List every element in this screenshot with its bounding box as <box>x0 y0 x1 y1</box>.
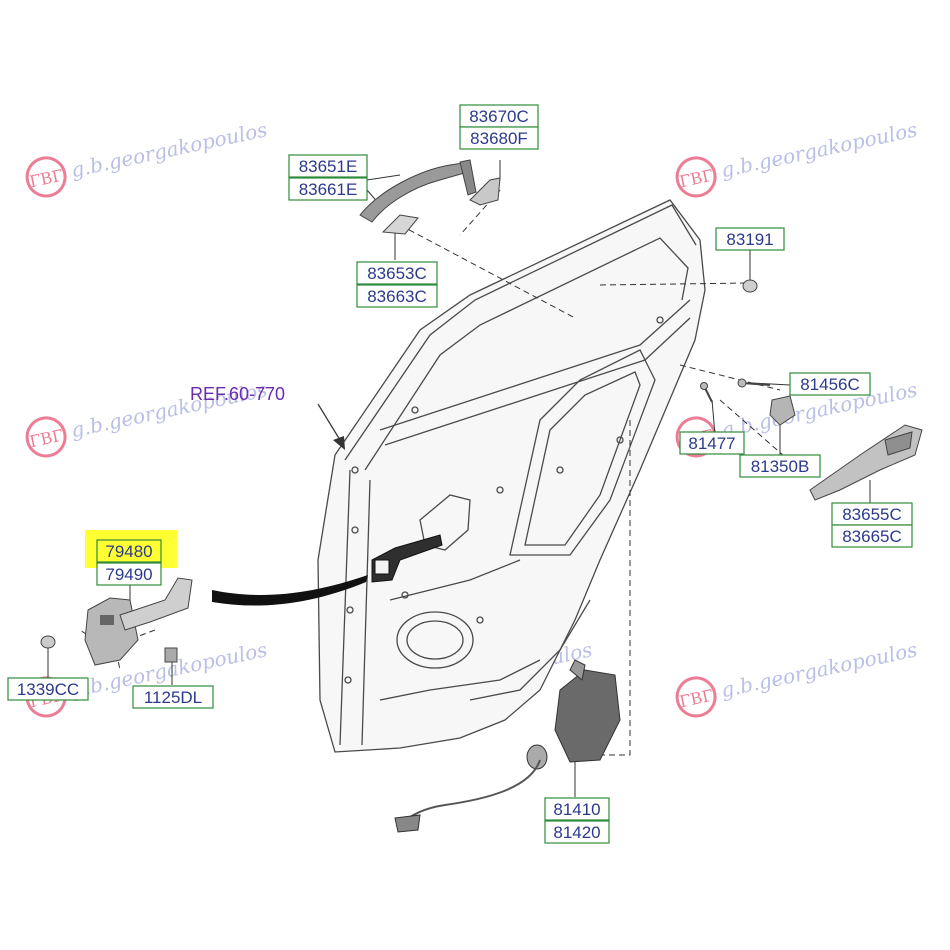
part-number-text: 79490 <box>105 565 152 584</box>
part-number-text: 81420 <box>553 823 600 842</box>
watermark-logo-icon: ΓΒΓ <box>25 416 67 458</box>
part-number-text: 83663C <box>367 287 427 306</box>
handle-cover-part <box>359 159 477 223</box>
part-number-text: 83670C <box>469 107 529 126</box>
part-number-text: 81350B <box>751 457 810 476</box>
part-label-83665c[interactable]: 83665C <box>831 524 913 548</box>
handle-gasket-part <box>381 214 419 235</box>
svg-text:ΓΒΓ: ΓΒΓ <box>678 686 715 712</box>
part-label-81350b[interactable]: 81350B <box>739 454 821 478</box>
part-number-text: 83655C <box>842 505 902 524</box>
part-label-83680f[interactable]: 83680F <box>459 126 539 150</box>
part-label-83670c[interactable]: 83670C <box>459 104 539 128</box>
part-number-text: 83661E <box>299 180 358 199</box>
part-labels: 83670C 83680F 83651E 83661E 83653C 83663… <box>7 104 913 844</box>
inside-handle-part <box>809 424 923 501</box>
door-panel <box>317 199 706 753</box>
part-number-text: 83680F <box>470 129 528 148</box>
part-label-81456c[interactable]: 81456C <box>789 372 871 396</box>
part-number-text: 81477 <box>688 434 735 453</box>
part-label-81477[interactable]: 81477 <box>679 431 745 455</box>
watermark: ΓΒΓ g.b.georgakopoulos <box>25 117 269 198</box>
watermark-logo-icon: ΓΒΓ <box>675 676 717 718</box>
part-label-81410[interactable]: 81410 <box>544 797 610 821</box>
installed-checker-part <box>371 534 443 583</box>
watermark: ΓΒΓ g.b.georgakopoulos <box>675 637 919 718</box>
bolt-part <box>737 378 771 388</box>
part-number-text: 1125DL <box>144 688 202 707</box>
part-label-83663c[interactable]: 83663C <box>356 284 438 308</box>
bracket-part <box>769 395 796 426</box>
reference-pointer <box>317 403 345 450</box>
part-number-text: 83651E <box>299 157 358 176</box>
part-label-1125dl[interactable]: 1125DL <box>132 685 214 709</box>
part-label-83191[interactable]: 83191 <box>715 227 785 251</box>
part-label-83651e[interactable]: 83651E <box>288 154 368 178</box>
screw-part <box>700 382 713 403</box>
watermark-text: g.b.georgakopoulos <box>69 117 269 182</box>
part-label-79480[interactable]: 79480 <box>96 539 162 563</box>
part-label-1339cc[interactable]: 1339CC <box>7 677 89 701</box>
svg-text:ΓΒΓ: ΓΒΓ <box>28 426 65 452</box>
part-number-text: 83191 <box>726 230 773 249</box>
watermark-logo-icon: ΓΒΓ <box>25 156 67 198</box>
part-number-text: 83665C <box>842 527 902 546</box>
part-number-text: 1339CC <box>17 680 79 699</box>
location-arrow <box>212 575 368 606</box>
part-label-83661e[interactable]: 83661E <box>288 177 368 201</box>
part-label-83655c[interactable]: 83655C <box>831 502 913 526</box>
latch-part <box>394 659 621 833</box>
door-checker-part <box>84 577 193 666</box>
part-label-81420[interactable]: 81420 <box>544 820 610 844</box>
handle-base-part <box>469 177 501 206</box>
part-number-text: 79480 <box>105 542 152 561</box>
watermark: ΓΒΓ g.b.georgakopoulos <box>675 117 919 198</box>
watermark-text: g.b.georgakopoulos <box>719 117 919 182</box>
part-number-text: 81456C <box>800 375 860 394</box>
reference-label[interactable]: REF.60-770 <box>190 384 285 404</box>
checker-bolt-part <box>40 635 178 663</box>
watermark-logo-icon: ΓΒΓ <box>675 156 717 198</box>
svg-text:ΓΒΓ: ΓΒΓ <box>28 166 65 192</box>
part-label-79490[interactable]: 79490 <box>96 562 162 586</box>
plug-part <box>742 279 758 293</box>
part-number-text: 81410 <box>553 800 600 819</box>
part-number-text: 83653C <box>367 264 427 283</box>
watermark-text: g.b.georgakopoulos <box>719 637 919 702</box>
part-label-83653c[interactable]: 83653C <box>356 261 438 285</box>
svg-text:ΓΒΓ: ΓΒΓ <box>678 166 715 192</box>
